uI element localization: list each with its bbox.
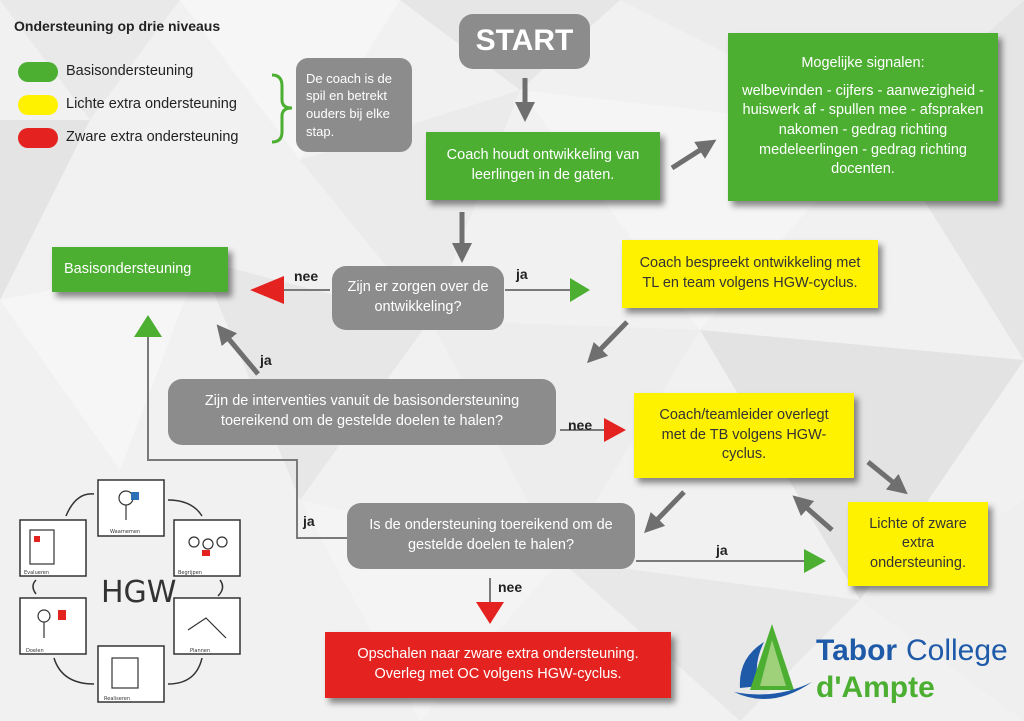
hgw-step-evalueren: Evalueren	[24, 570, 49, 576]
logo-word-college: College	[906, 634, 1008, 667]
signals-title: Mogelijke signalen:	[801, 55, 925, 72]
edge-label-nee-1: nee	[294, 268, 319, 284]
legend-bracket	[271, 73, 293, 144]
escalate-node: Opschalen naar zware extra ondersteuning…	[325, 632, 671, 698]
edge-label-ja-4: ja	[716, 542, 728, 558]
legend-title: Ondersteuning op drie niveaus	[14, 18, 221, 34]
basis-node: Basisondersteuning	[52, 247, 228, 292]
coach-monitor-node: Coach houdt ontwikkeling van leerlingen …	[426, 132, 660, 200]
edge-label-ja-2: ja	[260, 352, 272, 368]
coach-tb-node: Coach/teamleider overlegt met de TB volg…	[634, 393, 854, 478]
hgw-step-waarnemen: Waarnemen	[110, 529, 140, 535]
line-sufficient-ja-left	[147, 335, 347, 539]
edge-label-nee-3: nee	[498, 579, 523, 595]
legend-pill-yellow	[18, 95, 58, 115]
arrow-light-to-tb	[792, 495, 834, 532]
worries-question: Zijn er zorgen over de ontwikkeling?	[332, 266, 504, 330]
hgw-step-doelen: Doelen	[26, 648, 44, 654]
hgw-step-begrijpen: Begrijpen	[178, 570, 202, 576]
sufficient-question: Is de ondersteuning toereikend om de ges…	[347, 503, 635, 569]
hgw-step-realiseren: Realiseren	[104, 696, 130, 702]
arrowhead-ja-green-3	[804, 549, 826, 573]
arrowhead-nee-red	[250, 276, 284, 304]
hgw-cycle-sketch: HGW Evalueren Waarnemen Begrijpen Planne…	[19, 479, 241, 703]
arrow-interventions-ja	[216, 324, 260, 376]
edge-label-ja-3: ja	[303, 513, 315, 529]
edge-label-nee-2: nee	[568, 417, 593, 433]
legend-pill-green	[18, 62, 58, 82]
legend-label-light: Lichte extra ondersteuning	[66, 96, 237, 112]
arrow-tb-to-light	[866, 460, 908, 495]
arrowhead-ja-green	[570, 278, 590, 302]
arrow-coach-to-signals	[670, 139, 717, 171]
light-heavy-node: Lichte of zware extra ondersteuning.	[848, 502, 988, 586]
logo-word-dampte: d'Ampte	[816, 671, 935, 704]
arrowhead-ja-green-2	[134, 315, 162, 337]
arrow-discuss-to-tb	[587, 320, 629, 364]
edge-label-ja-1: ja	[516, 266, 528, 282]
arrow-tb-to-sufficient	[644, 490, 686, 534]
arrowhead-nee-red-3	[476, 602, 504, 624]
hgw-step-plannen: Plannen	[190, 648, 210, 654]
start-node: START	[459, 14, 590, 69]
legend-label-basis: Basisondersteuning	[66, 63, 194, 79]
signals-node: Mogelijke signalen: welbevinden - cijfer…	[728, 33, 998, 201]
signals-list: welbevinden - cijfers - aanwezigheid - h…	[742, 82, 984, 178]
legend-pill-red	[18, 128, 58, 148]
legend-label-heavy: Zware extra ondersteuning	[66, 129, 239, 145]
coach-discuss-node: Coach bespreekt ontwikkeling met TL en t…	[622, 240, 878, 308]
interventions-question: Zijn de interventies vanuit de basisonde…	[168, 379, 556, 445]
hgw-title: HGW	[101, 575, 176, 610]
tabor-logo-mark	[734, 624, 812, 700]
logo-word-tabor: Tabor	[816, 634, 898, 667]
arrowhead-nee-red-2	[604, 418, 626, 442]
coach-note: De coach is de spil en betrekt ouders bi…	[296, 58, 412, 152]
